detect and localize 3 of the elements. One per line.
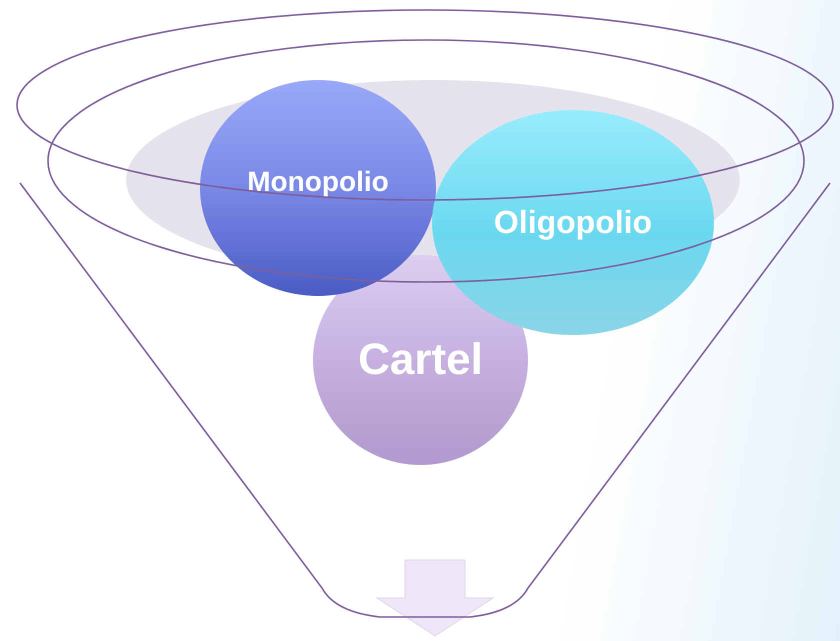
circle-label: Monopolio xyxy=(247,166,389,198)
circle-label: Oligopolio xyxy=(494,204,652,241)
circle-label: Cartel xyxy=(358,335,483,385)
